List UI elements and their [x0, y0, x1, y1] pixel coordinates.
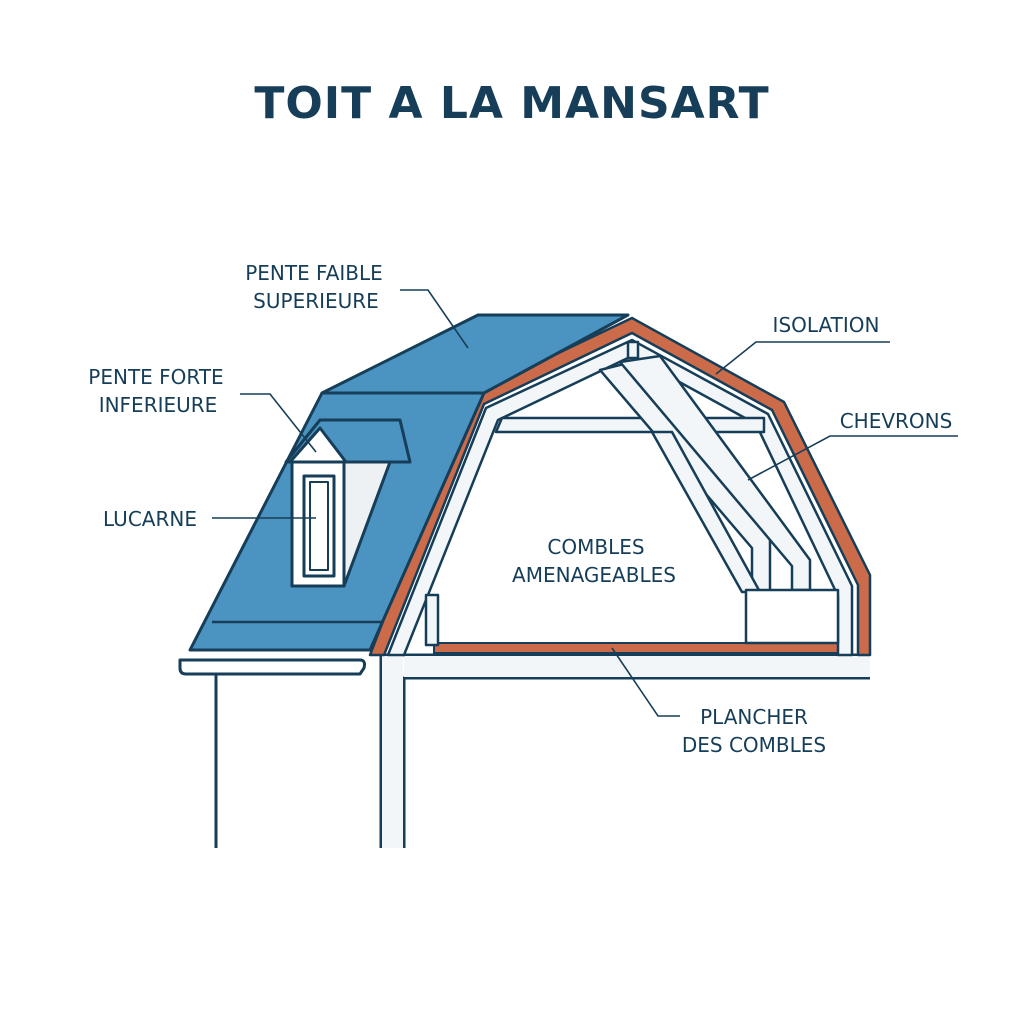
inner-roof-band [386, 338, 854, 657]
dormer [284, 418, 412, 588]
insulation-layer [368, 316, 872, 657]
collar-beam [494, 416, 766, 434]
label-pente-faible-line1: PENTE FAIBLE [245, 261, 383, 285]
wall-fill [382, 656, 403, 848]
label-combles-line2: AMENAGEABLES [512, 563, 676, 587]
leader-chevrons [747, 435, 958, 481]
leader-pente-faible [400, 289, 469, 349]
knee-wall-box [744, 588, 840, 645]
label-combles-line1: COMBLES [547, 535, 644, 559]
leader-lines [212, 289, 958, 717]
diagram-title: TOIT A LA MANSART [254, 78, 770, 129]
rafter-frame [386, 338, 854, 657]
label-chevrons: CHEVRONS [840, 409, 953, 433]
label-plancher-line1: PLANCHER [700, 705, 808, 729]
floor-band-fill [404, 656, 870, 677]
dormer-glass [309, 481, 329, 571]
knee-wall-post [424, 593, 440, 647]
label-pente-faible-line2: SUPERIEURE [253, 289, 379, 313]
label-pente-forte-line2: INFERIEURE [99, 393, 218, 417]
label-pente-forte-line1: PENTE FORTE [88, 365, 223, 389]
label-isolation: ISOLATION [773, 313, 880, 337]
ridge-post [626, 340, 640, 360]
leader-plancher [611, 647, 680, 717]
label-lucarne: LUCARNE [103, 507, 197, 531]
leader-isolation [715, 341, 890, 375]
label-plancher-line2: DES COMBLES [682, 733, 826, 757]
floor-insulation [433, 642, 839, 654]
gutter [178, 658, 366, 676]
leader-pente-forte [240, 393, 317, 453]
